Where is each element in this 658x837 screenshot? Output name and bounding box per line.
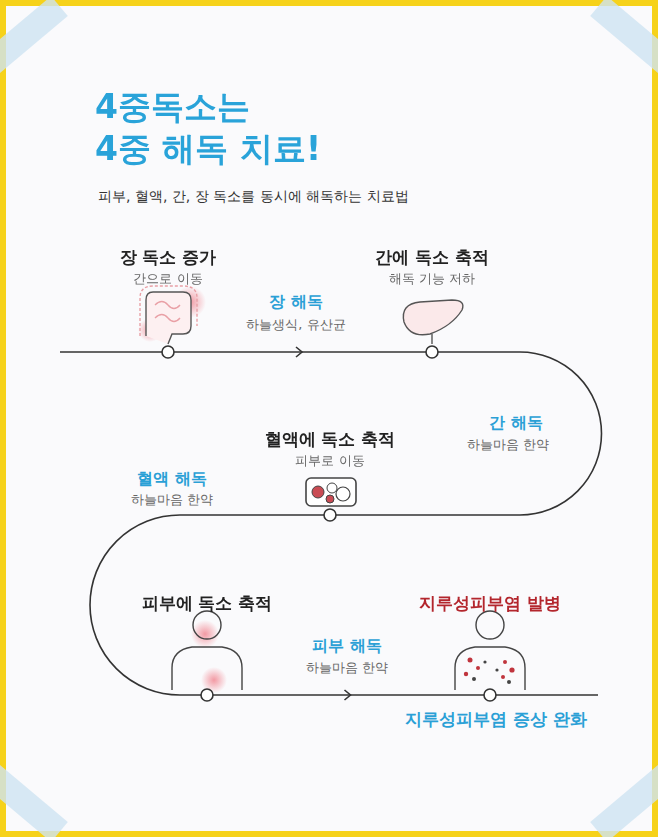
rash-spots: [464, 658, 515, 680]
station-dot: [324, 509, 336, 521]
liver-outline: [403, 300, 463, 335]
small-intestine: [155, 302, 180, 322]
intestine-icon: [138, 286, 206, 344]
rash-spots-dark: [472, 660, 511, 684]
flow-connector: [207, 694, 490, 696]
head: [476, 611, 504, 639]
station-node: 간에 독소 축적해독 기능 저하: [367, 246, 497, 352]
remedy-note: 하늘생식, 유산균: [243, 316, 348, 333]
spot: [495, 668, 498, 671]
detox-step-label: 피부 해독: [309, 636, 385, 656]
blood-cell: [326, 495, 334, 503]
station-dot: [162, 346, 174, 358]
station-dot: [484, 689, 496, 701]
station-title: 지루성피부염 발병: [411, 592, 569, 614]
remedy-note: 하늘마음 한약: [128, 491, 216, 508]
toxin-glow: [191, 620, 219, 648]
station-dot: [426, 346, 438, 358]
liver-stem: [431, 334, 432, 344]
torso: [455, 647, 525, 690]
detox-step-label: 혈액 해독: [134, 469, 210, 489]
person-icon: [172, 611, 242, 693]
head: [193, 611, 221, 639]
blood-cell: [336, 487, 350, 501]
station-title: 피부에 독소 축적: [134, 592, 281, 614]
liver-icon: [402, 300, 463, 344]
lead-line: [490, 694, 598, 696]
station-note: 해독 기능 저하: [367, 270, 497, 288]
torso: [172, 647, 242, 690]
station-title: 혈액에 독소 축적: [257, 428, 404, 450]
detox-step-label: 간 해독: [486, 413, 546, 433]
spot: [476, 666, 480, 670]
spot: [507, 680, 511, 684]
blood-cell: [312, 486, 324, 498]
station-title: 간에 독소 축적: [367, 246, 497, 268]
remedy-note: 하늘마음 한약: [303, 659, 391, 676]
flow-connector: [168, 351, 432, 353]
tape: [590, 0, 658, 74]
vessel-outline: [306, 478, 356, 506]
lead-line: [60, 351, 168, 353]
station-dot: [201, 689, 213, 701]
station-title: 장 독소 증가: [112, 246, 225, 268]
blood-cell: [327, 483, 337, 493]
tape: [590, 764, 658, 837]
subtitle: 피부, 혈액, 간, 장 독소를 동시에 해독하는 치료법: [95, 187, 412, 205]
spot: [509, 667, 514, 672]
station-note: 간으로 이동: [112, 270, 225, 288]
spot: [483, 660, 486, 663]
spot: [472, 677, 476, 681]
spot: [503, 660, 507, 664]
colon-outline: [146, 292, 191, 344]
spot: [464, 672, 468, 676]
blood-icon: [306, 478, 356, 506]
person-rash-icon: [455, 611, 525, 690]
colon-bumps: [140, 286, 197, 336]
detox-step-label: 장 해독: [266, 292, 326, 312]
remedy-note: 하늘마음 한약: [464, 436, 552, 453]
spot: [468, 658, 473, 663]
tape: [0, 764, 68, 837]
diagram-title: 4중독소는 4중 해독 치료!: [95, 86, 321, 170]
flow-connector: [90, 515, 330, 695]
station-node: 지루성피부염 발병: [411, 592, 569, 695]
station-node: 장 독소 증가간으로 이동: [112, 246, 225, 352]
station-node: 피부에 독소 축적: [134, 592, 281, 695]
tape: [0, 0, 68, 74]
station-note: 피부로 이동: [257, 452, 404, 470]
spot: [501, 675, 505, 679]
station-node: 혈액에 독소 축적피부로 이동: [257, 428, 404, 515]
result-note: 지루성피부염 증상 완화: [402, 709, 590, 730]
